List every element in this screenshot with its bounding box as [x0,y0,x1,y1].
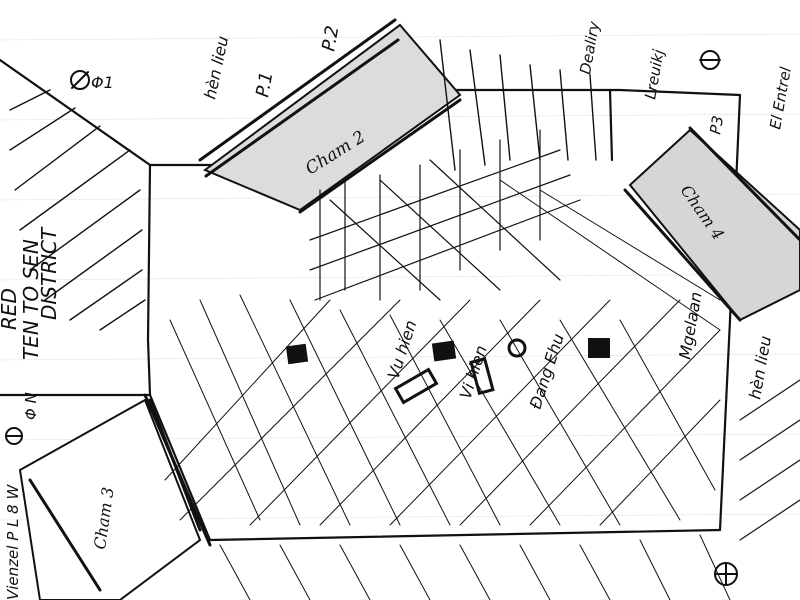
p2-label: P.2 [318,24,343,53]
p3-label: P3 [706,114,727,135]
central-grid [309,129,581,301]
vu-hien-label: Vu hien [384,318,421,381]
right-hatch [739,379,800,541]
left-hatch [9,89,146,331]
plaza-hatch [164,179,721,526]
cham-3-block [18,393,212,600]
bench-objects [285,338,610,405]
hen-lieu-top-label: hèn lieu [200,34,232,101]
circle-marker-top-left: Φ1 [70,70,114,92]
district-line-2: RED [0,288,21,330]
p1-label: P.1 [252,70,277,99]
top-vertical-hatch [439,39,597,171]
cham-4-block [623,126,800,322]
district-line-3: DISTRICT [37,226,61,320]
bottom-left-vertical-label: Vienzel P L 8 W [4,484,22,600]
circle-marker-left: Φ N [5,392,40,445]
top-right-label-1: Dealiry [576,19,603,76]
circle-marker-top-right [699,50,721,70]
circle-left-label: Φ N [22,392,40,420]
circle-top-left-label: Φ1 [91,73,114,92]
dang-ehu-label: Đang Ehu [526,331,568,411]
hen-lieu-right-label: hèn lieu [745,334,775,400]
cham-2-block [198,18,462,214]
mid-right-vertical-label: Mgelaan [675,290,706,360]
top-right-label-3: El Entrel [766,65,795,131]
district-line-1: TEN TO SEN [19,239,43,360]
site-outline [0,58,742,542]
circle-marker-bottom-right [714,562,738,586]
bottom-hatch [219,534,731,600]
